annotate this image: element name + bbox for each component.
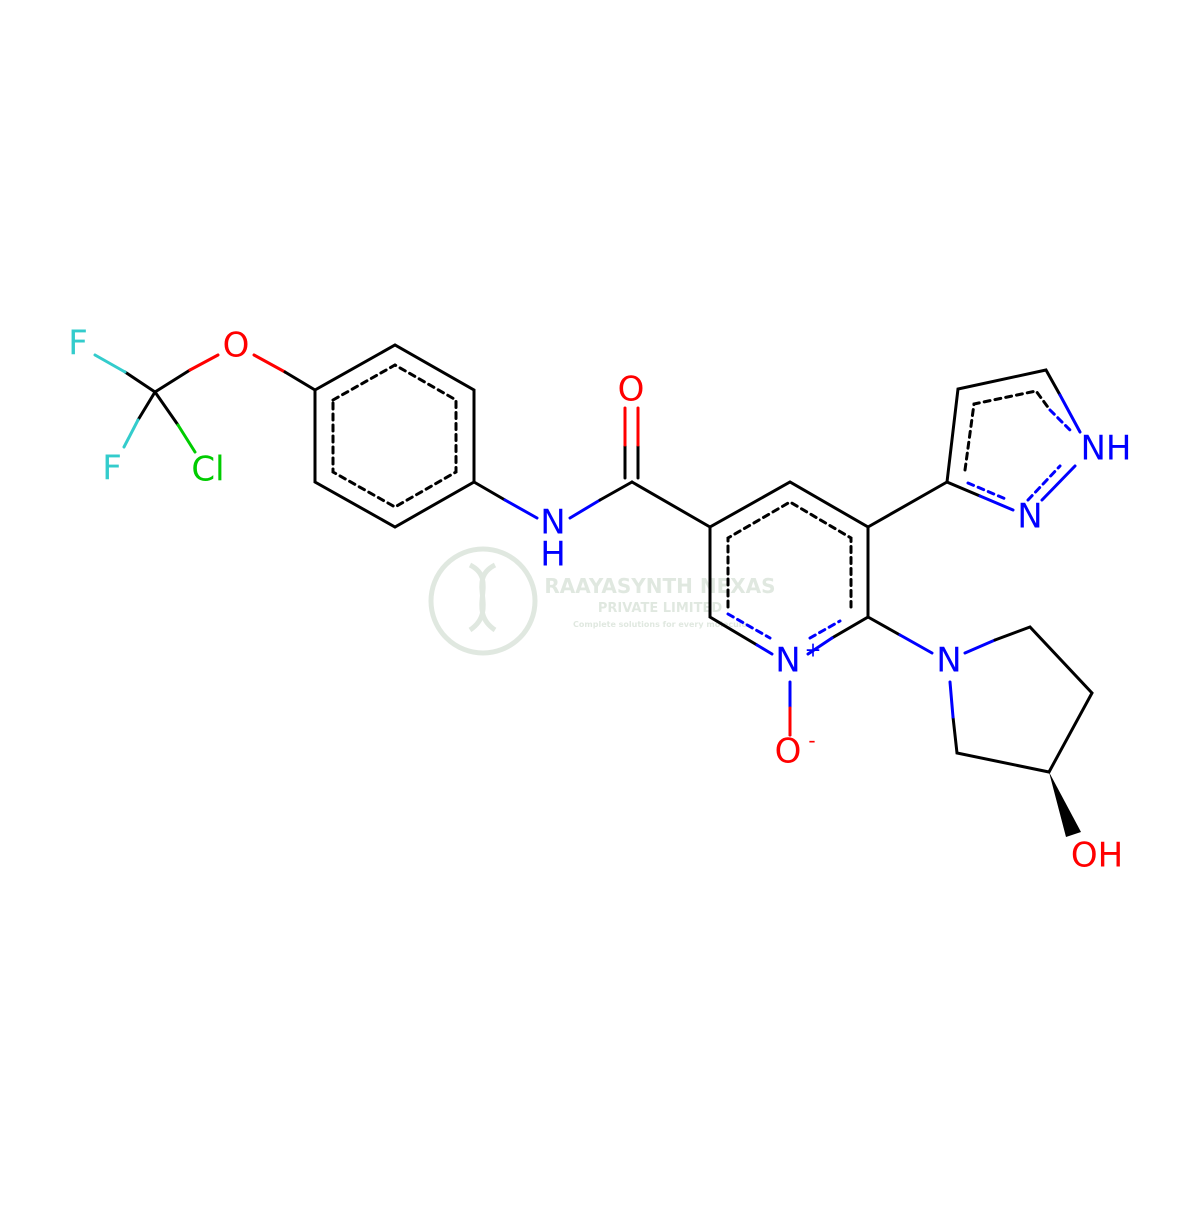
pyridine-dash-n-right <box>808 619 842 640</box>
pyrazole-aromatic-dashes <box>963 389 1052 472</box>
atom-n-pyrrolidine: N <box>936 641 961 681</box>
pyridine-ring-n-right <box>806 636 834 656</box>
atom-n-pyrazole: N <box>1017 497 1042 537</box>
stereo-wedge <box>1049 772 1081 837</box>
bond-c-f1-dark <box>123 370 157 394</box>
bond-pyr-pyrazole <box>866 480 949 529</box>
watermark-line3: Complete solutions for every molecule <box>573 620 748 629</box>
atom-f2: F <box>102 449 122 489</box>
bond-c-cl-dark <box>153 390 180 427</box>
bond-o-ar-color <box>252 353 287 374</box>
pyrazole-bond-n-nh <box>1040 464 1077 502</box>
bond-pyr-n-dark <box>866 615 902 637</box>
atom-labels: F F Cl O O N H NH N N + O - N OH <box>68 324 1131 876</box>
pyrazole-ring-dark <box>945 368 1062 498</box>
atom-f1: F <box>68 324 88 364</box>
bond-n-c-color <box>568 498 602 520</box>
atom-o-carbonyl: O <box>618 370 645 410</box>
bonds <box>93 343 1094 774</box>
bond-c-f1-color <box>93 353 127 374</box>
phenyl-aromatic-dashes <box>331 363 458 509</box>
atom-oh: OH <box>1071 836 1123 876</box>
atom-n-amide: N <box>540 503 565 543</box>
pyridine-ring-n-left <box>755 643 774 656</box>
atom-o-oxide: O <box>775 732 802 772</box>
atom-o-ether: O <box>223 326 250 366</box>
bond-c-cl-color <box>176 423 197 454</box>
pyrazole-dash-nn <box>1026 464 1062 502</box>
pyrazole-dash-cn <box>966 481 1010 502</box>
bond-ar-n-dark <box>472 480 507 502</box>
bond-c-pyr <box>630 480 712 529</box>
watermark-line1: RAAYASYNTH NEXAS <box>544 574 775 598</box>
pyrrolidine-ring-dark <box>951 625 1094 774</box>
pyrazole-bond-c-nh <box>1058 393 1082 434</box>
bond-pyr-n-color <box>898 633 934 655</box>
pyridine-aromatic-dashes <box>726 500 853 609</box>
pyrazole-dash-nh <box>1048 408 1074 434</box>
bond-c-f2-color <box>122 418 140 449</box>
atom-cl: Cl <box>191 450 224 490</box>
charge-minus: - <box>808 729 815 753</box>
charge-plus: + <box>805 638 822 662</box>
bond-c-o-dark <box>153 368 192 394</box>
bond-c-f2-dark <box>136 390 157 422</box>
bond-ar-n-color <box>503 498 539 520</box>
bond-ch2b-n-color <box>948 680 955 719</box>
watermark-dna-icon <box>468 562 497 633</box>
atom-n-pyridine: N <box>775 641 800 681</box>
atom-h-amide: H <box>540 535 566 575</box>
watermark: RAAYASYNTH NEXAS PRIVATE LIMITED Complet… <box>428 546 776 656</box>
pyrazole-bond-c-n <box>978 494 1015 512</box>
bond-c-o-color <box>188 353 220 372</box>
pyridine-dash-n-left <box>726 612 772 640</box>
atom-nh-pyrazole: NH <box>1081 429 1132 469</box>
watermark-line2: PRIVATE LIMITED <box>598 601 723 616</box>
bond-n-c-dark <box>598 480 634 502</box>
phenyl-ring <box>313 343 476 529</box>
watermark-logo-ring <box>428 546 538 656</box>
bond-o-ar-dark <box>283 370 317 392</box>
bond-n-ch2a-color <box>963 638 997 655</box>
